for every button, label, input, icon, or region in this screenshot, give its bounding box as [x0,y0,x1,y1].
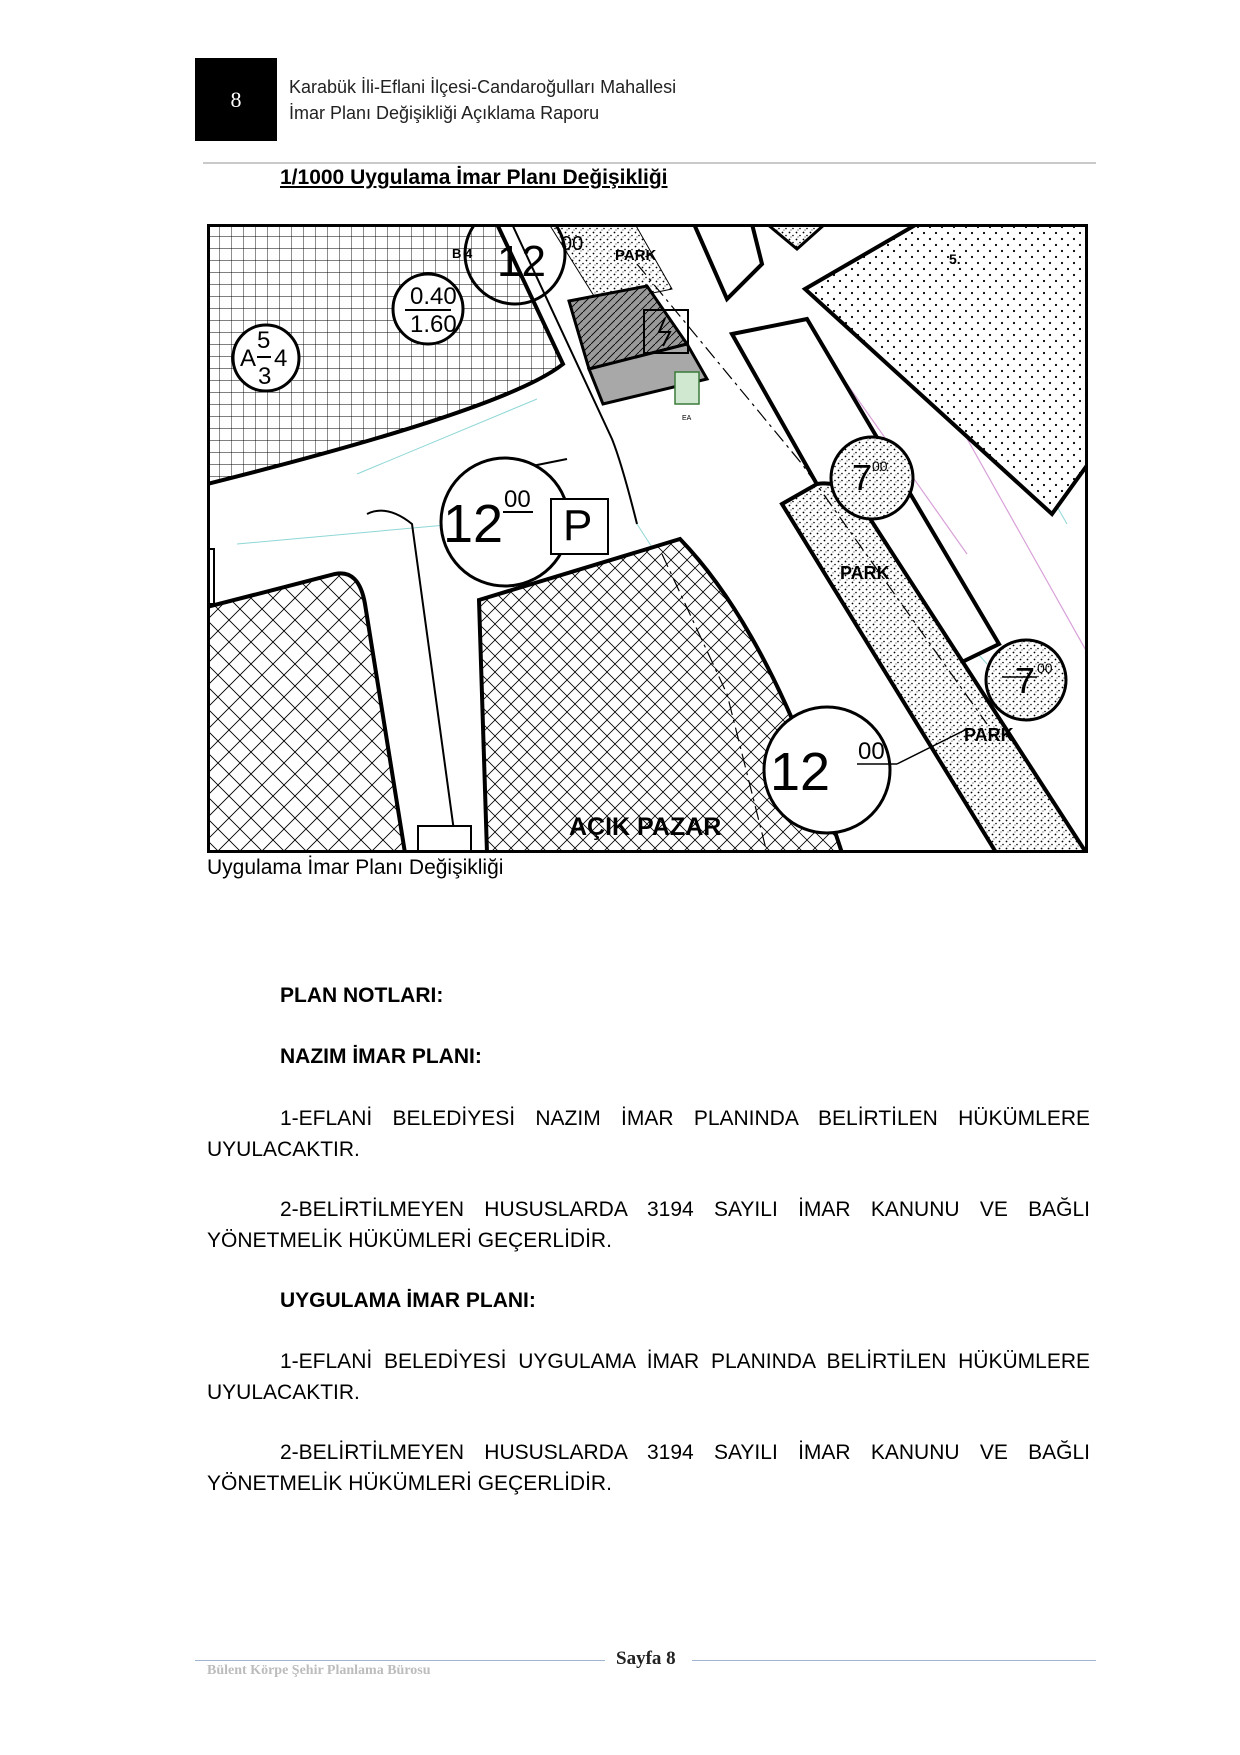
uygulama-note-1: 1-EFLANİ BELEDİYESİ UYGULAMA İMAR PLANIN… [207,1350,1090,1404]
nazim-note-2: 2-BELİRTİLMEYEN HUSUSLARDA 3194 SAYILI İ… [207,1198,1090,1252]
footer-rule-left [195,1660,605,1661]
parking-label: P [563,501,592,550]
road-centerlines [636,263,988,853]
road-width-circle-lower [762,705,892,835]
transformer-symbol [643,309,689,354]
road-width-circle-small1 [829,435,915,521]
uygulama-note-1-wrap: 1-EFLANİ BELEDİYESİ UYGULAMA İMAR PLANIN… [207,1346,1090,1408]
taks-value: 0.40 [410,283,457,310]
footer-page-label: Sayfa 8 [616,1648,676,1669]
road-width-lower-sup: 00 [858,738,885,765]
map-caption: Uygulama İmar Planı Değişikliği [207,856,504,879]
road-width-main-sup: 00 [504,486,531,513]
map-label-park-right: PARK [964,725,1014,745]
road-width-main: 12 [443,494,503,554]
report-header: Karabük İli-Eflani İlçesi-Candaroğulları… [289,74,676,126]
header-divider [203,162,1096,164]
block-number: 5. [949,251,961,267]
nazim-note-1: 1-EFLANİ BELEDİYESİ NAZIM İMAR PLANINDA … [207,1107,1090,1161]
nazim-note-2-wrap: 2-BELİRTİLMEYEN HUSUSLARDA 3194 SAYILI İ… [207,1194,1090,1256]
road-width-small1: 7 [852,457,872,498]
header-line-2: İmar Planı Değişikliği Açıklama Raporu [289,103,600,123]
footer-firm-name: Bülent Körpe Şehir Planlama Bürosu [207,1663,431,1678]
park-strip-top [548,224,673,305]
zone-a-letter: A [240,345,256,372]
zoning-map: PARK PARK PARK AÇIK PAZAR 12 00 12 00 12… [207,224,1088,853]
nazim-heading: NAZIM İMAR PLANI: [280,1045,482,1068]
block-northeast [801,224,1088,517]
uygulama-heading: UYGULAMA İMAR PLANI: [280,1289,536,1312]
kaks-value: 1.60 [410,311,457,338]
uygulama-note-2: 2-BELİRTİLMEYEN HUSUSLARDA 3194 SAYILI İ… [207,1441,1090,1495]
grid-block-northwest [207,224,566,487]
road-width-small1-sup: 00 [872,458,888,474]
map-frame [207,224,1088,853]
zoning-map-svg: PARK PARK PARK AÇIK PAZAR 12 00 12 00 12… [207,224,1088,853]
lower-leader [896,728,968,765]
block-top-small [764,224,828,251]
zone-a-top: 5 [257,327,270,354]
parking-box-bottom [417,825,472,853]
lightning-icon [657,317,672,347]
edge-bracket [207,548,215,605]
block-code: B 4 [452,246,473,261]
plan-title: 1/1000 Uygulama İmar Planı Değişikliği [280,166,668,189]
nazim-heading-wrap: NAZIM İMAR PLANI: [207,1041,1090,1072]
header-line-1: Karabük İli-Eflani İlçesi-Candaroğulları… [289,77,677,97]
map-label-acik-pazar: AÇIK PAZAR [569,813,721,841]
crosshatch-block-southwest [207,571,408,853]
road-width-small2: 7 [1015,660,1035,701]
page-number-badge: 8 [195,58,277,141]
ea-symbol [674,371,700,405]
zone-a-right: 4 [274,345,287,372]
map-label-park-top: PARK [615,247,657,264]
road-width-top: 12 [497,237,546,286]
uygulama-note-2-wrap: 2-BELİRTİLMEYEN HUSUSLARDA 3194 SAYILI İ… [207,1437,1090,1499]
ea-label: EA [682,415,692,422]
road-width-top-sup: 00 [561,233,583,255]
plan-notes-heading-wrap: PLAN NOTLARI: [207,980,1090,1011]
nazim-note-1-wrap: 1-EFLANİ BELEDİYESİ NAZIM İMAR PLANINDA … [207,1103,1090,1165]
block-top-mid [691,224,765,303]
road-width-small2-sup: 00 [1037,660,1053,676]
page-number: 8 [230,86,242,112]
plan-notes-heading: PLAN NOTLARI: [280,984,444,1007]
zone-a-bottom: 3 [258,363,271,390]
road-width-lower: 12 [770,742,830,802]
map-label-park-mid: PARK [840,563,890,583]
uygulama-heading-wrap: UYGULAMA İMAR PLANI: [207,1285,1090,1316]
road-width-circle-small2 [984,638,1068,722]
road-width-circle-top [463,224,567,306]
footer-rule-right [692,1660,1096,1661]
parking-box [550,498,609,555]
